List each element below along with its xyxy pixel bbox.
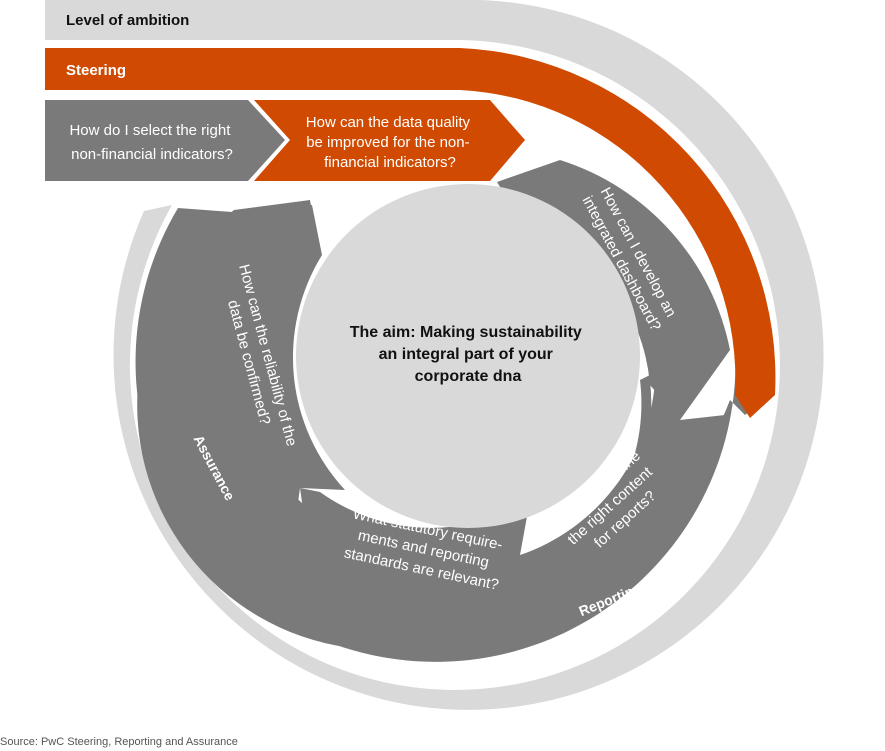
reliability-segment xyxy=(205,205,345,525)
select-indicators-question: How do I select the right non-financial … xyxy=(69,122,234,163)
steering-band xyxy=(45,48,776,418)
select-indicators-arrow xyxy=(45,100,285,181)
content-segment xyxy=(520,382,725,612)
ambition-label: Level of ambition xyxy=(66,12,189,29)
source-note: Source: PwC Steering, Reporting and Assu… xyxy=(0,736,238,748)
center-circle xyxy=(296,184,640,528)
aim-text: The aim: Making sustainability an integr… xyxy=(350,324,587,385)
steering-label: Steering xyxy=(66,62,126,79)
data-quality-arrow xyxy=(254,100,525,181)
data-quality-question: How can the data quality be improved for… xyxy=(306,114,474,171)
